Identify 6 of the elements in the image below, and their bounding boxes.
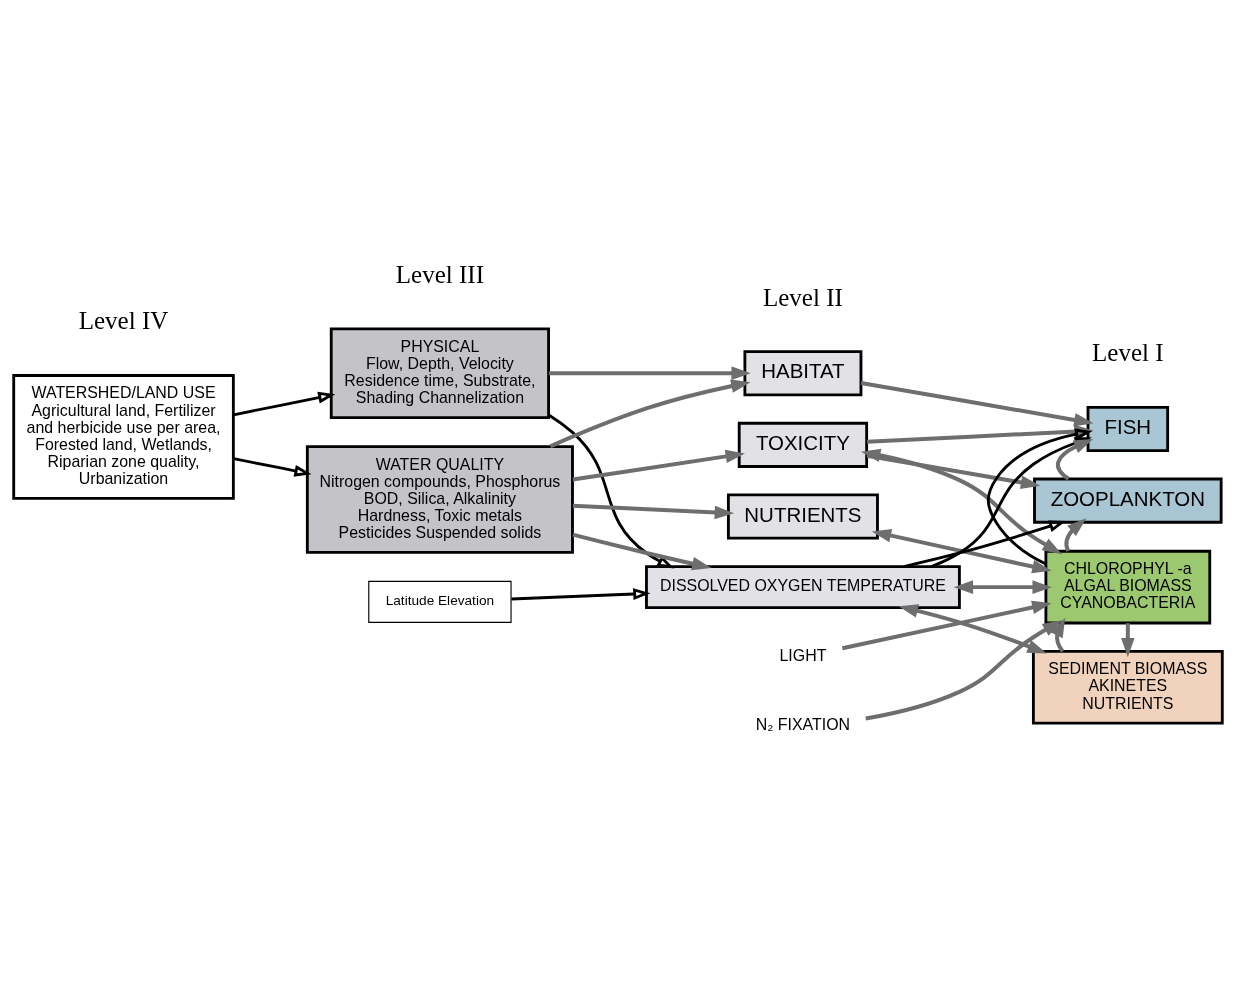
label: Level IV [78, 306, 168, 334]
label: Level I [1091, 338, 1164, 366]
label: Level III [395, 260, 484, 288]
node-text: N₂ FIXATION [755, 715, 850, 733]
label: Level II [762, 283, 843, 311]
node-text: LIGHT [778, 646, 826, 664]
